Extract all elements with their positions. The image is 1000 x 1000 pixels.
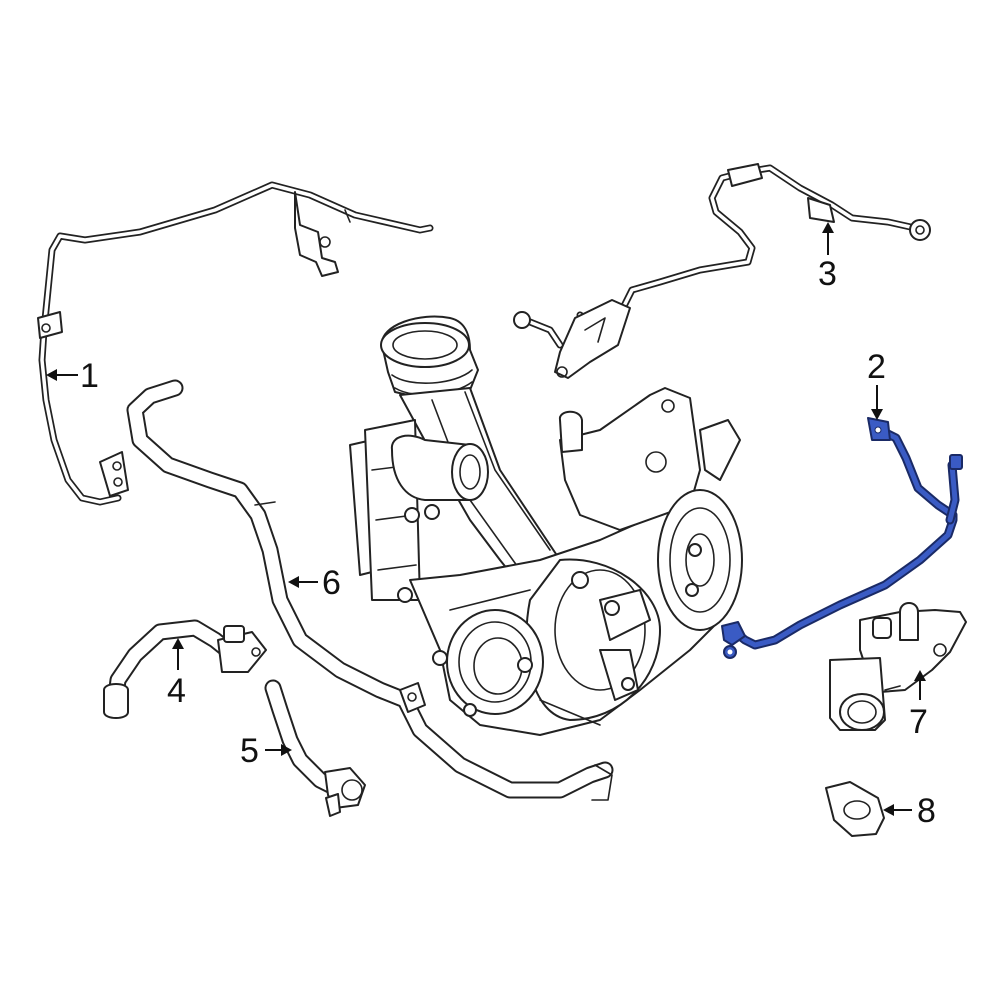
part-7-valve[interactable] bbox=[829, 602, 967, 731]
part-8-gasket[interactable] bbox=[825, 781, 885, 837]
callout-8-label: 8 bbox=[917, 792, 936, 830]
part-4-coolant-hose[interactable] bbox=[103, 619, 267, 719]
callout-5: 5 bbox=[240, 732, 292, 770]
callout-6: 6 bbox=[288, 564, 341, 602]
callout-3: 3 bbox=[818, 222, 837, 293]
callout-5-label: 5 bbox=[240, 732, 259, 770]
callout-8: 8 bbox=[883, 792, 936, 830]
part-5-coolant-hose[interactable] bbox=[264, 679, 366, 817]
part-6-coolant-hose[interactable] bbox=[126, 379, 614, 801]
part-3-oil-feed-line[interactable] bbox=[513, 163, 931, 379]
callout-1-label: 1 bbox=[80, 357, 99, 395]
callout-2-label: 2 bbox=[867, 348, 886, 386]
callout-7-label: 7 bbox=[909, 703, 928, 741]
part-1-coolant-line[interactable] bbox=[37, 181, 434, 506]
callout-4-label: 4 bbox=[167, 672, 186, 710]
callout-2: 2 bbox=[867, 348, 886, 420]
callout-1: 1 bbox=[46, 357, 99, 395]
callout-6-label: 6 bbox=[322, 564, 341, 602]
part-2-oil-return-line-highlighted[interactable] bbox=[721, 417, 963, 659]
turbocharger-assembly bbox=[349, 315, 743, 736]
callout-7: 7 bbox=[909, 670, 928, 741]
callout-4: 4 bbox=[167, 638, 186, 710]
callout-3-label: 3 bbox=[818, 255, 837, 293]
